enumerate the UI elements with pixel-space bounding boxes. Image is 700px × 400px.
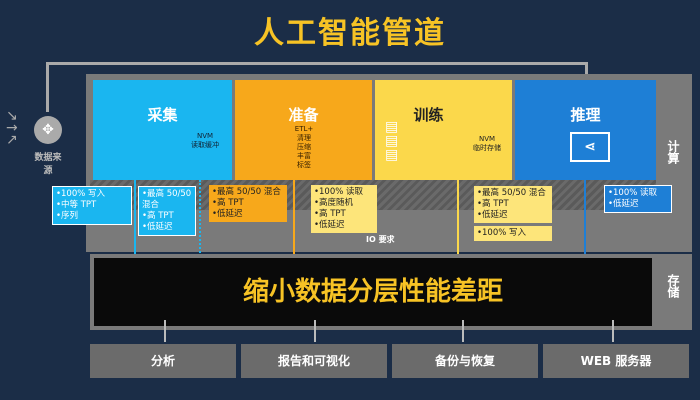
data-source-icon: ✥: [34, 116, 62, 144]
stage-note: NVM 读取缓冲: [191, 132, 219, 149]
bottom-backup[interactable]: 备份与恢复: [392, 344, 538, 378]
bottom-reporting[interactable]: 报告和可视化: [241, 344, 387, 378]
callout: •100% 读取 •高度随机 •高 TPT •低延迟: [311, 185, 377, 233]
bottom-web-server[interactable]: WEB 服务器: [543, 344, 689, 378]
stage-prepare[interactable]: 准备 ETL+ 清理 压缩 丰富 标签: [235, 80, 372, 180]
compute-label: 计算: [666, 140, 680, 164]
callout: •最高 50/50 混合 •高 TPT •低延迟: [474, 186, 552, 223]
connector-line: [199, 180, 203, 256]
storage-label: 存储: [666, 274, 680, 298]
stage-note: ETL+ 清理 压缩 丰富 标签: [294, 125, 314, 169]
incoming-arrows-icon: ↘→↗: [6, 108, 18, 148]
bottom-analytics[interactable]: 分析: [90, 344, 236, 378]
callout: •最高 50/50 混合 •高 TPT •低延迟: [138, 186, 196, 236]
connector-line: [134, 180, 136, 256]
callout: •100% 写入 •中等 TPT •序列: [52, 186, 132, 225]
page-title: 人工智能管道: [254, 16, 446, 51]
connector-line: [457, 180, 459, 256]
arrow-icon: [314, 320, 316, 342]
stage-inference[interactable]: 推理 ⋖: [515, 80, 656, 180]
connector-line: [584, 180, 586, 256]
callout: •100% 读取 •低延迟: [604, 185, 672, 213]
data-source-label: 数据来源: [34, 153, 62, 176]
stage-ingest[interactable]: 采集 NVM 读取缓冲: [93, 80, 232, 180]
share-window-icon: ⋖: [570, 132, 610, 162]
storage-side: [656, 254, 692, 330]
callout: •最高 50/50 混合 •高 TPT •低延迟: [209, 185, 287, 222]
stage-train[interactable]: 训练 NVM 临时存储 ▤▤▤: [375, 80, 512, 180]
storage-banner: 缩小数据分层性能差距: [90, 254, 656, 330]
stage-note: NVM 临时存储: [473, 135, 501, 152]
io-label: IO 要求: [366, 235, 395, 244]
arrow-icon: [462, 320, 464, 342]
callout: •100% 写入: [474, 226, 552, 241]
connector-line: [293, 180, 295, 256]
arrow-icon: [164, 320, 166, 342]
training-data-icon: ▤▤▤: [385, 119, 399, 163]
arrow-icon: [612, 320, 614, 342]
